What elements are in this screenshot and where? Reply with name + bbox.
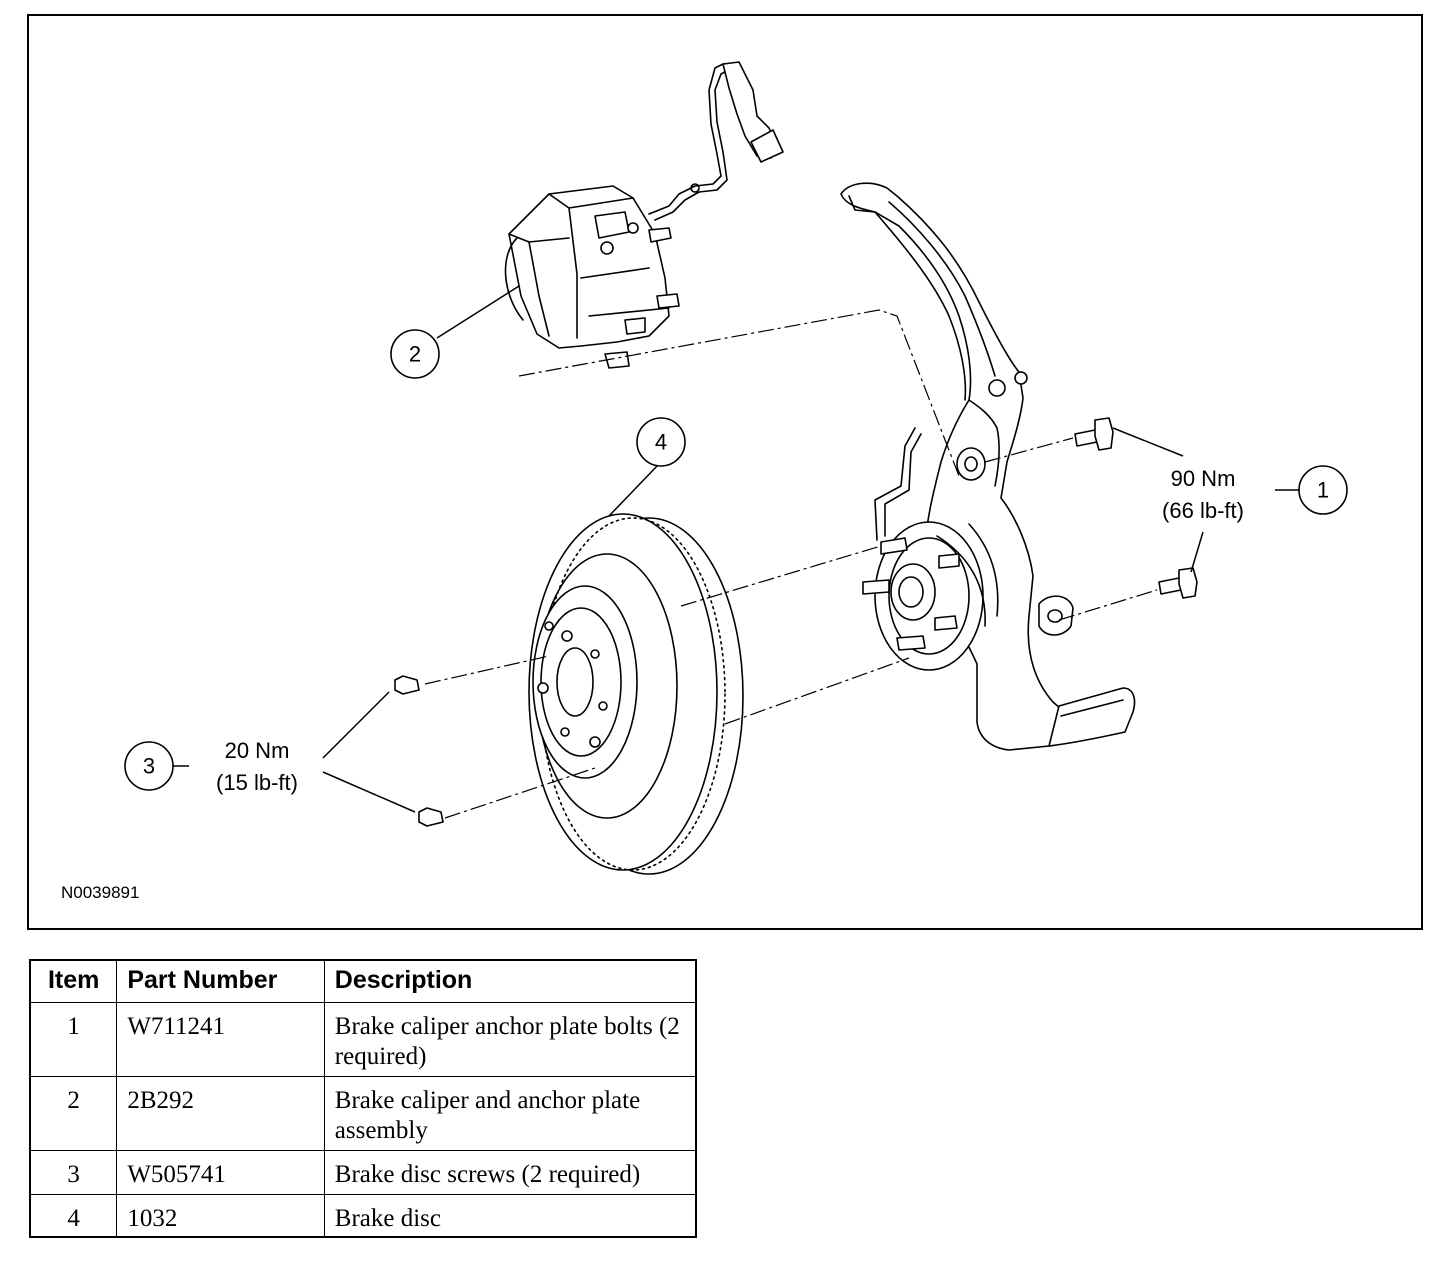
callout-1-number: 1 [1317,478,1329,503]
callout-3-number: 3 [143,754,155,779]
callout-1-torque-nm: 90 Nm [1171,466,1236,491]
cell-part-number: 1032 [116,1194,325,1238]
callout-2-number: 2 [409,342,421,367]
callout-2-circle [390,329,440,379]
table-header-row: Item Part Number Description [29,959,697,1003]
table-row: 2 2B292 Brake caliper and anchor plate a… [29,1076,697,1151]
disc-screws [394,675,444,827]
callout-3-torque-lbft: (15 lb-ft) [216,770,298,795]
parts-table: Item Part Number Description 1 W711241 B… [29,959,697,1238]
diagram-svg: 1 90 Nm (66 lb-ft) 2 3 20 Nm (15 lb-ft) … [61,61,1348,902]
cell-part-number: W711241 [116,1002,325,1077]
alignment-lines [424,309,1158,819]
table-row: 4 1032 Brake disc [29,1194,697,1238]
header-part-number: Part Number [116,959,325,1003]
anchor-plate-bolts [1074,417,1198,599]
cell-item: 1 [29,1002,118,1077]
callout-1-circle [1298,465,1348,515]
callout-4: 4 [636,417,686,467]
header-description: Description [323,959,697,1003]
callout-1: 1 90 Nm (66 lb-ft) [1162,465,1348,523]
cell-description: Brake caliper and anchor plate assembly [323,1076,697,1151]
cell-item: 4 [29,1194,118,1238]
cell-item: 3 [29,1150,118,1195]
callout-3-circle [124,741,174,791]
callout-1-torque-lbft: (66 lb-ft) [1162,498,1244,523]
leader-lines [173,285,1299,813]
cell-part-number: 2B292 [116,1076,325,1151]
cell-item: 2 [29,1076,118,1151]
brake-caliper-assembly [504,61,784,369]
table-row: 1 W711241 Brake caliper anchor plate bol… [29,1002,697,1077]
cell-description: Brake disc [323,1194,697,1238]
steering-knuckle [840,182,1136,751]
callout-4-circle [636,417,686,467]
callout-3: 3 20 Nm (15 lb-ft) [124,738,298,795]
cell-description: Brake disc screws (2 required) [323,1150,697,1195]
figure-id: N0039891 [61,883,139,902]
cell-part-number: W505741 [116,1150,325,1195]
callout-3-torque-nm: 20 Nm [225,738,290,763]
cell-description: Brake caliper anchor plate bolts (2 requ… [323,1002,697,1077]
table-row: 3 W505741 Brake disc screws (2 required) [29,1150,697,1195]
callout-2: 2 [390,329,440,379]
header-item: Item [29,959,118,1003]
exploded-view-diagram: 1 90 Nm (66 lb-ft) 2 3 20 Nm (15 lb-ft) … [27,14,1423,930]
brake-disc [528,513,744,875]
callout-4-number: 4 [655,430,667,455]
